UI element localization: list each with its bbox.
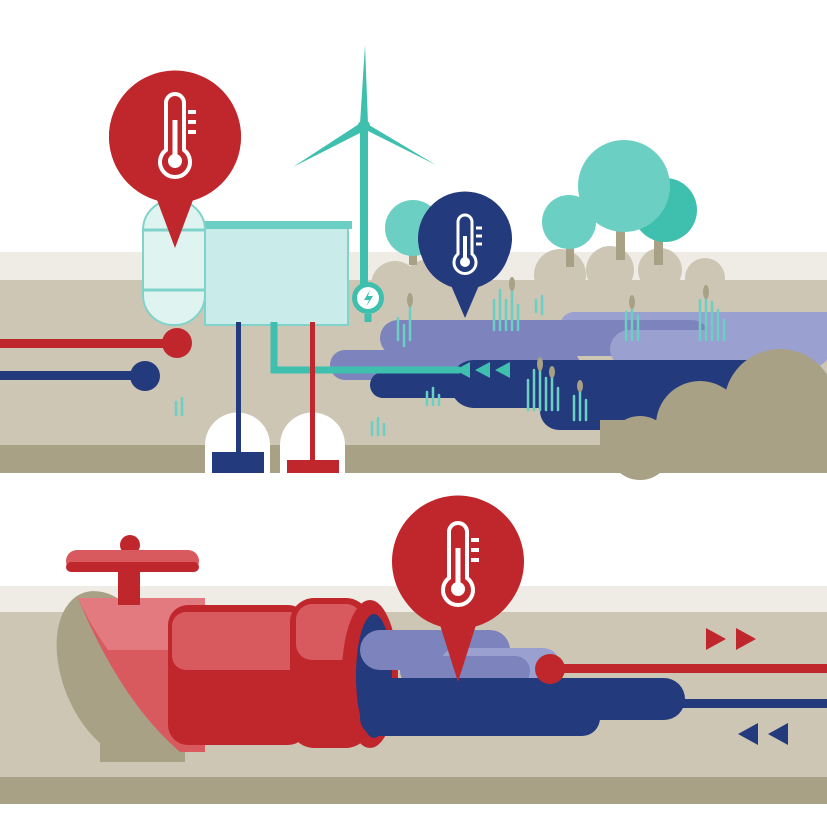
turbine-blade bbox=[360, 45, 368, 124]
hot-pipe-top bbox=[0, 328, 192, 358]
flow-arrows-top bbox=[455, 362, 510, 378]
temperature-marker-top-middle bbox=[418, 191, 512, 318]
thermometer-icon bbox=[441, 521, 479, 607]
arrow-right-icon bbox=[706, 628, 726, 650]
thermometer-icon bbox=[452, 213, 482, 275]
teal-pipe bbox=[270, 322, 460, 374]
turbine-blade bbox=[293, 122, 366, 167]
turbine-mast bbox=[360, 128, 368, 296]
flow-arrows-bottom-in bbox=[738, 723, 788, 745]
groundwater-flow bbox=[360, 630, 685, 736]
building-body bbox=[204, 222, 349, 326]
well-hot bbox=[280, 322, 345, 473]
arrow-left-icon bbox=[738, 723, 758, 745]
building-roof bbox=[200, 221, 352, 229]
bottom-panel bbox=[0, 495, 827, 804]
arrow-left-icon bbox=[455, 362, 470, 378]
wind-turbine bbox=[293, 45, 436, 314]
arrow-left-icon bbox=[475, 362, 490, 378]
tree-canopy bbox=[578, 140, 670, 232]
flow-arrows-bottom-out bbox=[706, 628, 756, 650]
arrow-left-icon bbox=[768, 723, 788, 745]
cold-pipe-top bbox=[0, 361, 160, 391]
thermometer-icon bbox=[158, 92, 196, 179]
lightning-icon bbox=[364, 290, 373, 307]
hot-pipe-bottom bbox=[535, 654, 827, 684]
cold-pipe-bottom bbox=[567, 688, 827, 718]
top-panel bbox=[0, 45, 827, 480]
reed-heads bbox=[407, 277, 709, 392]
heat-plant-building bbox=[142, 199, 352, 326]
arrow-left-icon bbox=[495, 362, 510, 378]
well-cold bbox=[205, 322, 270, 473]
turbine-hub bbox=[358, 120, 370, 132]
arrow-right-icon bbox=[736, 628, 756, 650]
foreground-mound bbox=[600, 349, 827, 480]
turbine-blade bbox=[364, 122, 436, 165]
valve-wheel bbox=[66, 535, 199, 605]
temperature-marker-top-left bbox=[109, 70, 241, 249]
temperature-marker-bottom bbox=[392, 495, 524, 682]
bottom-ground-dark bbox=[0, 777, 827, 804]
tree-canopy bbox=[542, 195, 596, 249]
